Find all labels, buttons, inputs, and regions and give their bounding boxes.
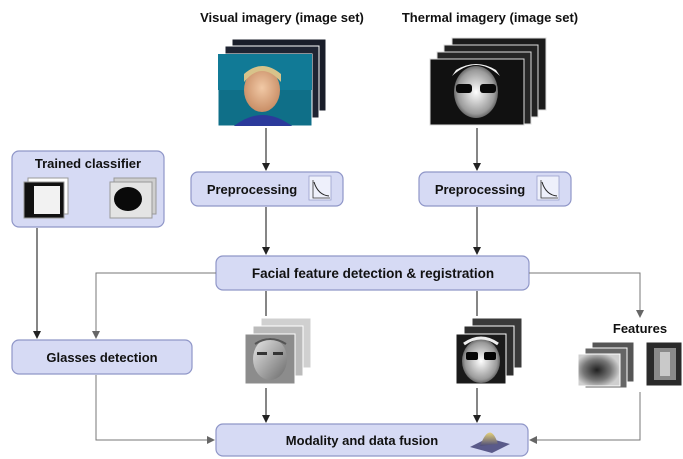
modality-fusion-box <box>215 423 529 457</box>
edges <box>33 128 644 444</box>
visual-imagery-heading: Visual imagery (image set) <box>200 10 364 25</box>
decay-curve-icon <box>308 175 332 201</box>
thermal-registered-face-stack-icon <box>455 317 523 385</box>
feature-map-stack-icon <box>577 341 683 389</box>
features-label: Features <box>613 321 667 336</box>
trained-classifier-label: Trained classifier <box>35 156 141 171</box>
edge-glasses-to-fusion <box>95 375 215 444</box>
preprocessing-visual-label: Preprocessing <box>207 182 297 197</box>
modality-fusion-label: Modality and data fusion <box>286 433 438 448</box>
decay-curve-icon <box>536 175 560 201</box>
visual-registered-face-stack-icon <box>244 317 312 385</box>
edge-detection-to-glasses <box>92 272 216 339</box>
facial-feature-detection-label: Facial feature detection & registration <box>252 266 494 281</box>
preprocessing-thermal-box <box>418 171 572 207</box>
edge-features-to-fusion <box>529 392 641 444</box>
preprocessing-thermal-label: Preprocessing <box>435 182 525 197</box>
glasses-detection-label: Glasses detection <box>46 350 157 365</box>
preprocessing-visual-box <box>190 171 344 207</box>
glasses-detection-box <box>11 339 193 375</box>
gaussian-surface-icon <box>470 432 510 453</box>
thermal-imagery-heading: Thermal imagery (image set) <box>402 10 578 25</box>
thermal-face-image-stack-icon <box>429 37 547 126</box>
visual-face-image-stack-icon <box>217 38 327 127</box>
edge-detection-to-features <box>529 272 644 318</box>
classifier-glasses-patches-icon <box>23 177 157 219</box>
